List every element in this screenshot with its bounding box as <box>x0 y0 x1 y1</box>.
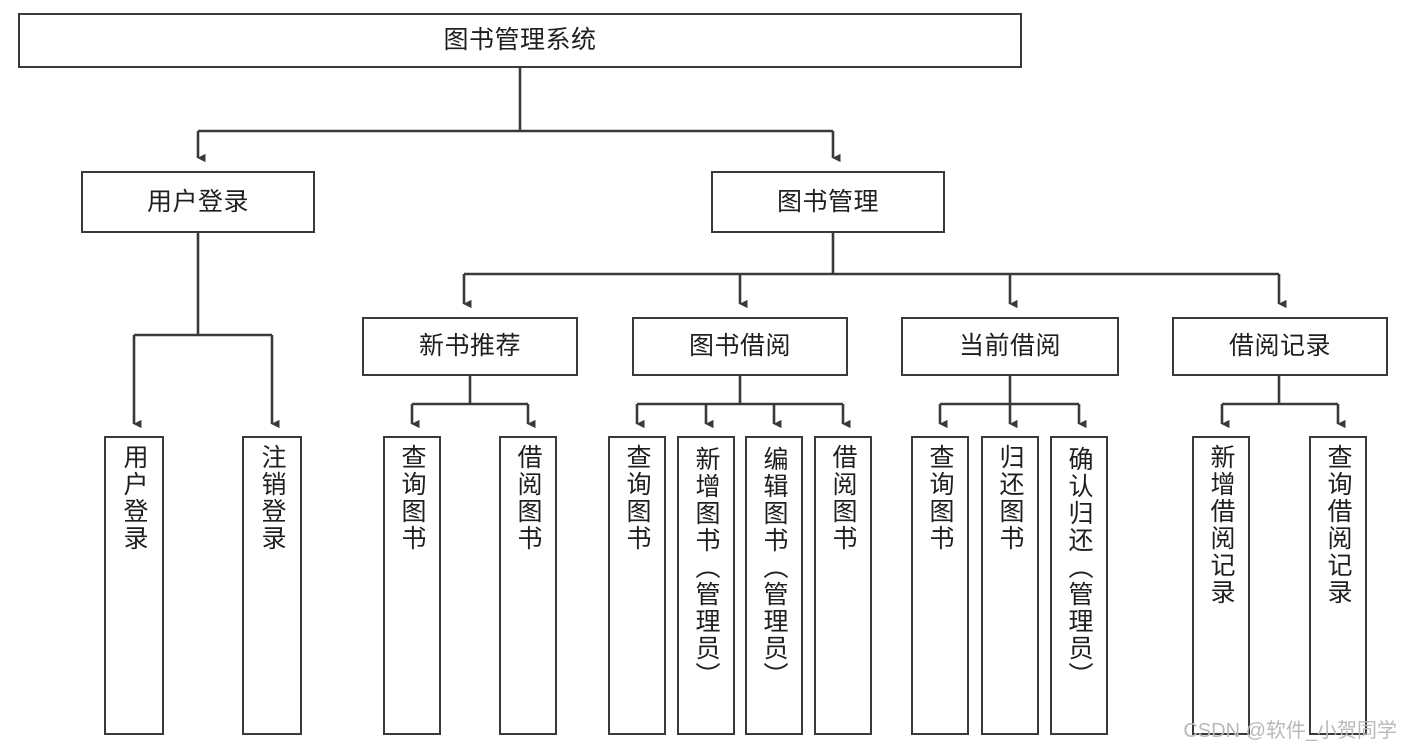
node-leaf-return-book-label: 归还图书 <box>996 444 1024 552</box>
node-leaf-add-record-label: 新增借阅记录 <box>1207 444 1235 606</box>
node-leaf-add-book-label: 新增图书（管理员） <box>692 446 720 689</box>
node-leaf-borrow-book-1-label: 借阅图书 <box>514 444 542 552</box>
node-leaf-query-record[interactable]: 查询借阅记录 <box>1309 436 1367 735</box>
csdn-watermark: CSDN @软件_小贺同学 <box>1183 720 1397 742</box>
node-leaf-borrow-book-2-label: 借阅图书 <box>829 444 857 552</box>
node-book-manage-label: 图书管理 <box>776 187 879 216</box>
node-leaf-logout-login-label: 注销登录 <box>258 444 286 552</box>
node-book-borrow[interactable]: 图书借阅 <box>632 317 848 376</box>
node-leaf-query-book-2[interactable]: 查询图书 <box>608 436 666 735</box>
node-root[interactable]: 图书管理系统 <box>18 13 1022 68</box>
node-leaf-user-login-label: 用户登录 <box>120 444 148 552</box>
node-book-borrow-label: 图书借阅 <box>688 332 791 360</box>
node-leaf-add-book[interactable]: 新增图书（管理员） <box>677 436 735 735</box>
node-current-borrow[interactable]: 当前借阅 <box>901 317 1119 376</box>
node-leaf-query-record-label: 查询借阅记录 <box>1324 444 1352 606</box>
node-leaf-query-book-3[interactable]: 查询图书 <box>911 436 969 735</box>
node-borrow-record[interactable]: 借阅记录 <box>1172 317 1388 376</box>
node-leaf-confirm-return[interactable]: 确认归还（管理员） <box>1050 436 1108 735</box>
node-leaf-edit-book[interactable]: 编辑图书（管理员） <box>745 436 803 735</box>
node-user-login[interactable]: 用户登录 <box>81 171 315 233</box>
node-user-login-label: 用户登录 <box>146 187 249 216</box>
node-leaf-logout-login[interactable]: 注销登录 <box>242 436 302 735</box>
node-leaf-query-book-1-label: 查询图书 <box>398 444 426 552</box>
node-leaf-query-book-3-label: 查询图书 <box>926 444 954 552</box>
node-new-book-recommend-label: 新书推荐 <box>418 332 521 360</box>
node-current-borrow-label: 当前借阅 <box>958 332 1061 360</box>
node-leaf-edit-book-label: 编辑图书（管理员） <box>760 446 788 689</box>
node-leaf-user-login[interactable]: 用户登录 <box>104 436 164 735</box>
node-leaf-borrow-book-1[interactable]: 借阅图书 <box>499 436 557 735</box>
node-borrow-record-label: 借阅记录 <box>1228 332 1331 360</box>
node-root-label: 图书管理系统 <box>443 26 597 54</box>
node-leaf-query-book-2-label: 查询图书 <box>623 444 651 552</box>
node-leaf-add-record[interactable]: 新增借阅记录 <box>1192 436 1250 735</box>
node-leaf-confirm-return-label: 确认归还（管理员） <box>1065 446 1093 689</box>
node-leaf-return-book[interactable]: 归还图书 <box>981 436 1039 735</box>
node-new-book-recommend[interactable]: 新书推荐 <box>362 317 578 376</box>
node-leaf-query-book-1[interactable]: 查询图书 <box>383 436 441 735</box>
node-book-manage[interactable]: 图书管理 <box>711 171 945 233</box>
node-leaf-borrow-book-2[interactable]: 借阅图书 <box>814 436 872 735</box>
